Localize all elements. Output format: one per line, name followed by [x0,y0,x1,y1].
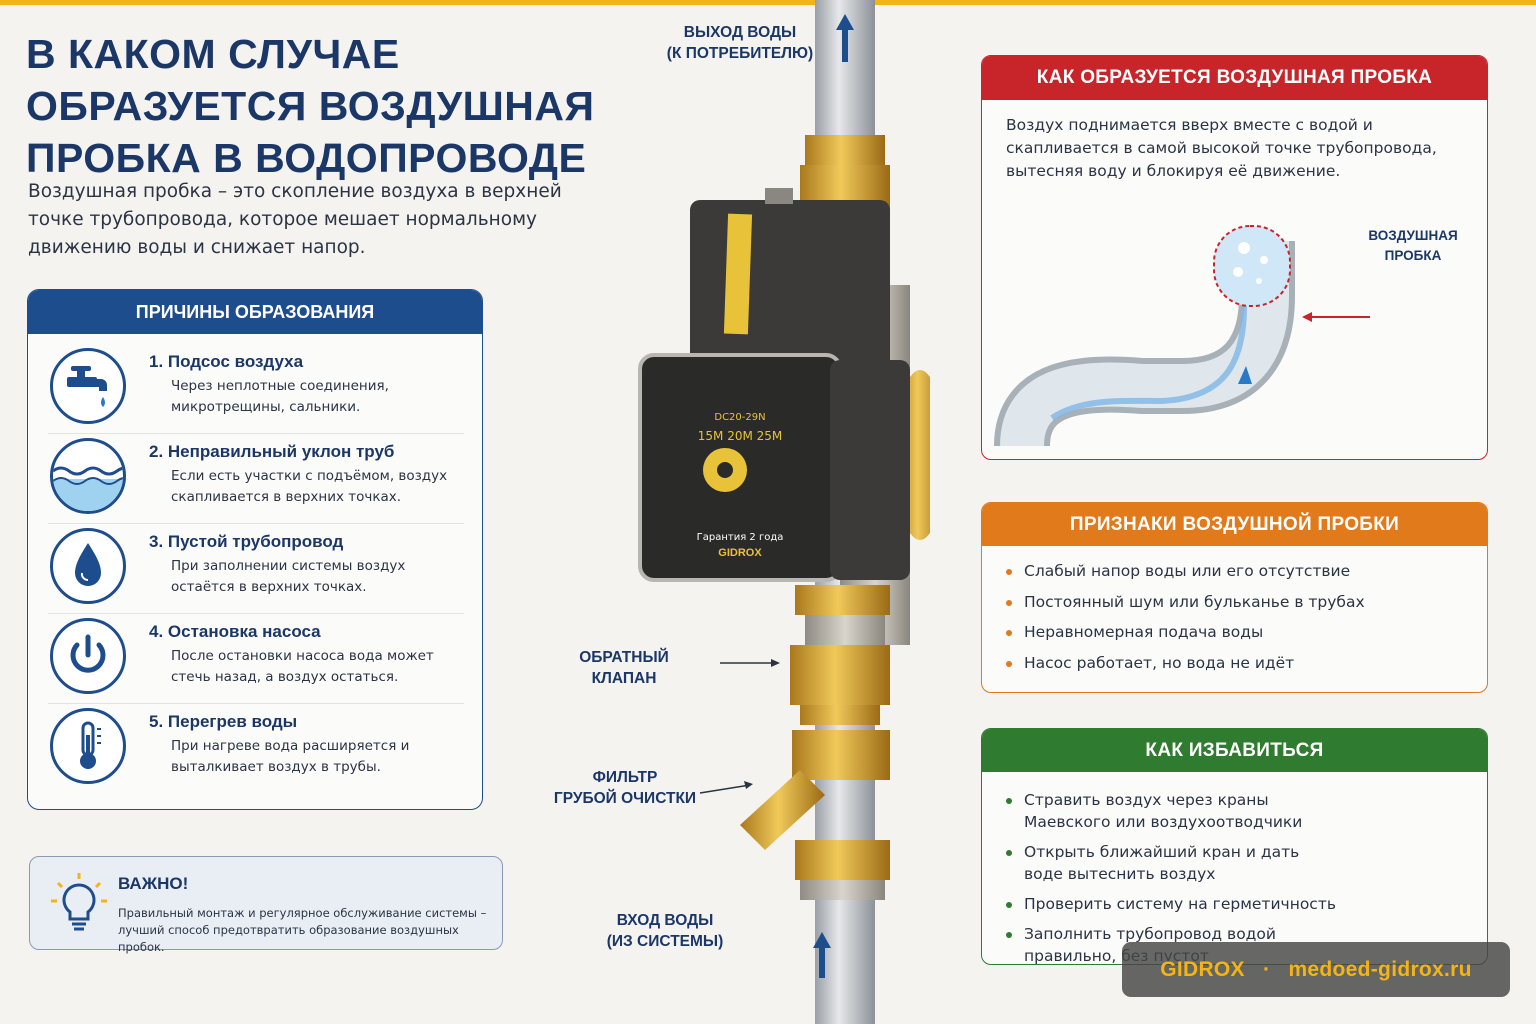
important-note: ВАЖНО! Правильный монтаж и регулярное об… [29,856,503,954]
cause-item-4: 4. Остановка насоса После остановки насо… [28,618,482,708]
list-item: Постоянный шум или бульканье в трубах [1006,591,1487,613]
signs-list: Слабый напор воды или его отсутствие Пос… [982,546,1487,674]
formation-text: Воздух поднимается вверх вместе с водой … [1006,116,1437,180]
footer-site-link[interactable]: medoed-gidrox.ru [1288,958,1472,981]
pump-brand: GIDROX [718,547,762,559]
water-waves-icon [50,438,126,514]
pump-warranty: Гарантия 2 года [697,532,784,543]
cause-text: После остановки насоса вода может стечь … [171,648,434,685]
cause-item-3: 3. Пустой трубопровод При заполнении сис… [28,528,482,618]
top-accent-bar [0,0,1536,5]
list-item: Слабый напор воды или его отсутствие [1006,560,1487,582]
important-title: ВАЖНО! [118,874,189,893]
divider [48,433,464,434]
cause-item-1: 1. Подсос воздуха Через неплотные соедин… [28,348,482,438]
lightbulb-icon [48,871,110,937]
divider [48,613,464,614]
list-item: Стравить воздух через краны Маевского ил… [1006,789,1342,833]
footer-separator: · [1263,958,1271,981]
fix-card: КАК ИЗБАВИТЬСЯ Стравить воздух через кра… [981,728,1488,965]
thermometer-icon [50,708,126,784]
list-item: Открыть ближайший кран и дать воде вытес… [1006,841,1342,885]
footer-brand: GIDROX [1160,958,1245,981]
fix-title: КАК ИЗБАВИТЬСЯ [982,729,1487,772]
intro-text: Воздушная пробка – это скопление воздуха… [28,181,562,258]
causes-title: ПРИЧИНЫ ОБРАЗОВАНИЯ [28,290,482,334]
signs-card: ПРИЗНАКИ ВОЗДУШНОЙ ПРОБКИ Слабый напор в… [981,502,1488,693]
water-drop-icon [50,528,126,604]
pump-illustration: 2025 15M 20M 25M DC20-29N Гарантия 2 год… [638,0,930,1024]
cause-text: При заполнении системы воздух остаётся в… [171,558,406,595]
faucet-icon [50,348,126,424]
cause-text: Через неплотные соединения, микротрещины… [171,378,389,415]
list-item: Насос работает, но вода не идёт [1006,652,1487,674]
outlet-label: ВЫХОД ВОДЫ(К ПОТРЕБИТЕЛЮ) [666,24,814,62]
air-lock-pipe-diagram [994,225,1370,448]
brand-watermark: GIDROX · medoed-gidrox.ru [1122,942,1510,997]
causes-card: ПРИЧИНЫ ОБРАЗОВАНИЯ 1. Подсос воздуха Че… [27,289,483,810]
cause-item-2: 2. Неправильный уклон труб Если есть уча… [28,438,482,528]
divider [48,703,464,704]
important-text: Правильный монтаж и регулярное обслужива… [118,906,487,954]
list-item: Неравномерная подача воды [1006,621,1487,643]
cause-title: 3. Пустой трубопровод [149,532,344,551]
formation-card: КАК ОБРАЗУЕТСЯ ВОЗДУШНАЯ ПРОБКА Воздух п… [981,55,1488,460]
cause-item-5: 5. Перегрев воды При нагреве вода расшир… [28,708,482,798]
power-icon [50,618,126,694]
signs-title: ПРИЗНАКИ ВОЗДУШНОЙ ПРОБКИ [982,503,1487,546]
formation-title: КАК ОБРАЗУЕТСЯ ВОЗДУШНАЯ ПРОБКА [982,56,1487,100]
cause-title: 1. Подсос воздуха [149,352,304,371]
pump-model: DC20-29N [714,412,765,423]
cause-title: 4. Остановка насоса [149,622,321,641]
divider [48,523,464,524]
inlet-label: ВХОД ВОДЫ(ИЗ СИСТЕМЫ) [606,912,724,950]
cause-title: 2. Неправильный уклон труб [149,442,395,461]
list-item: Проверить систему на герметичность [1006,893,1342,915]
page-title: В КАКОМ СЛУЧАЕ ОБРАЗУЕТСЯ ВОЗДУШНАЯ ПРОБ… [26,28,626,184]
cause-title: 5. Перегрев воды [149,712,298,731]
cause-text: Если есть участки с подъёмом, воздух ска… [171,468,448,505]
cause-text: При нагреве вода расширяется и выталкива… [171,738,410,775]
fix-list: Стравить воздух через краны Маевского ил… [982,772,1342,964]
title-line-1: В КАКОМ СЛУЧАЕ [26,31,400,77]
title-line-2: ОБРАЗУЕТСЯ ВОЗДУШНАЯ [26,83,595,129]
pump-speed-label: 15M 20M 25M [698,429,783,443]
title-line-3: ПРОБКА В ВОДОПРОВОДЕ [26,135,587,181]
